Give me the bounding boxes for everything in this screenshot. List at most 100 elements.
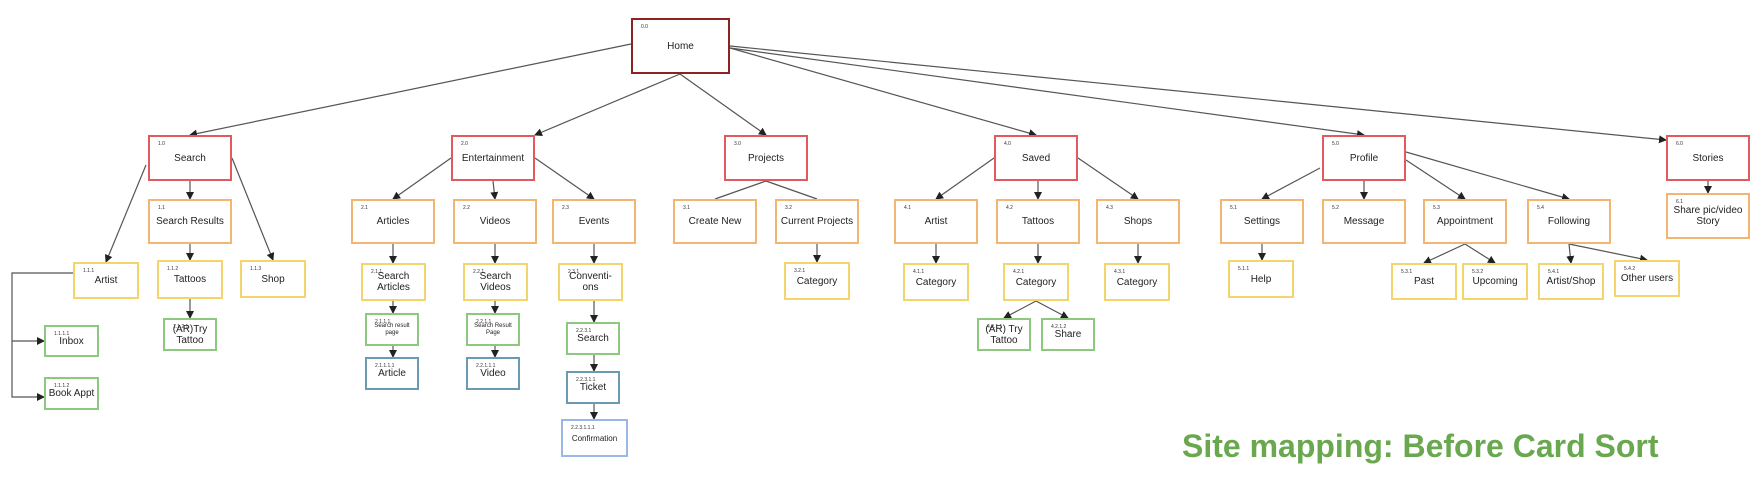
node-label: Search result page	[374, 322, 410, 336]
node-number: 2.1.1	[371, 269, 383, 275]
node-label: Conventi-ons	[569, 271, 612, 293]
node-number: 5.1	[1230, 205, 1237, 211]
edge-projects-create	[714, 180, 767, 200]
node-number: 1.1.1.2	[54, 383, 70, 389]
node-number: 5.2	[1332, 205, 1339, 211]
edge-search-artist	[104, 164, 147, 263]
node-number: 2.2.1.1.1	[476, 363, 496, 369]
edge-home-search	[189, 43, 632, 138]
edge-following-otherusers	[1568, 243, 1648, 263]
node-number: 0.0	[641, 24, 648, 30]
node-number: 4.2	[1006, 205, 1013, 211]
node-number: 3.1	[683, 205, 690, 211]
node-label: Message	[1343, 216, 1385, 227]
node-ar-try-tattoo: 1.1.2.1(AR)Try Tattoo	[163, 318, 217, 351]
node-number: 1.1	[158, 205, 165, 211]
node-number: 6.0	[1676, 141, 1683, 147]
node-saved-ar-try: 4.2.1.1(AR) Try Tattoo	[977, 318, 1031, 351]
node-label: Entertainment	[461, 152, 525, 164]
node-label: Share	[1054, 329, 1082, 340]
node-label: Home	[667, 40, 694, 52]
node-number: 1.0	[158, 141, 165, 147]
edge-profile-settings	[1261, 167, 1321, 200]
node-number: 6.1	[1676, 199, 1683, 205]
edge-cat-artry	[1003, 300, 1037, 319]
diagram-title: Site mapping: Before Card Sort	[1182, 428, 1659, 464]
edge-profile-following	[1405, 151, 1570, 201]
node-number: 2.2.3.1	[576, 328, 592, 334]
node-number: 2.3	[562, 205, 569, 211]
node-number: 5.3.1	[1401, 269, 1413, 275]
edge-home-saved	[729, 47, 1037, 137]
node-label: Search Result Page	[474, 322, 512, 336]
node-label: Confirmation	[571, 433, 618, 443]
node-number: 4.3	[1106, 205, 1113, 211]
node-number: 4.1.1	[913, 269, 925, 275]
node-label: Current Projects	[780, 216, 854, 227]
node-number: 4.1	[904, 205, 911, 211]
node-label: Videos	[479, 216, 511, 227]
node-number: 2.1.1.1	[375, 319, 391, 325]
edge-appointment-past	[1423, 243, 1466, 264]
node-number: 3.0	[734, 141, 741, 147]
node-label: Other users	[1620, 273, 1674, 284]
node-number: 2.2.1.1	[476, 319, 492, 325]
node-label: Tattoos	[173, 274, 207, 285]
node-label: Search	[174, 152, 206, 164]
node-number: 4.0	[1004, 141, 1011, 147]
node-label: Projects	[747, 152, 785, 164]
node-label: Profile	[1349, 152, 1379, 164]
node-label: Video	[480, 368, 506, 379]
node-number: 2.2.1	[473, 269, 485, 275]
node-label: Saved	[1021, 152, 1051, 164]
edge-ent-videos	[490, 180, 499, 200]
node-number: 2.3.1	[568, 269, 580, 275]
node-label: Stories	[1692, 152, 1724, 164]
node-label: Shop	[261, 273, 285, 285]
edge-following-artistshop	[1566, 243, 1575, 264]
node-number: 1.1.2.1	[173, 324, 189, 330]
edge-search-shop	[231, 157, 275, 261]
edge-artist-bookappt	[11, 341, 45, 401]
edge-home-entertainment	[534, 73, 681, 136]
node-number: 2.0	[461, 141, 468, 147]
node-label: Tattoos	[1021, 216, 1055, 227]
node-label: Search	[577, 333, 609, 344]
node-number: 1.1.1.1	[54, 331, 70, 337]
node-label: Search Videos	[479, 271, 512, 293]
node-number: 5.4.2	[1624, 266, 1636, 272]
node-label: (AR)Try Tattoo	[172, 323, 208, 346]
node-number: 2.2.3.1.1.1	[571, 425, 595, 431]
node-label: Artist/Shop	[1546, 276, 1596, 287]
node-label: Artist	[924, 216, 948, 227]
node-label: Share pic/video Story	[1673, 205, 1743, 227]
